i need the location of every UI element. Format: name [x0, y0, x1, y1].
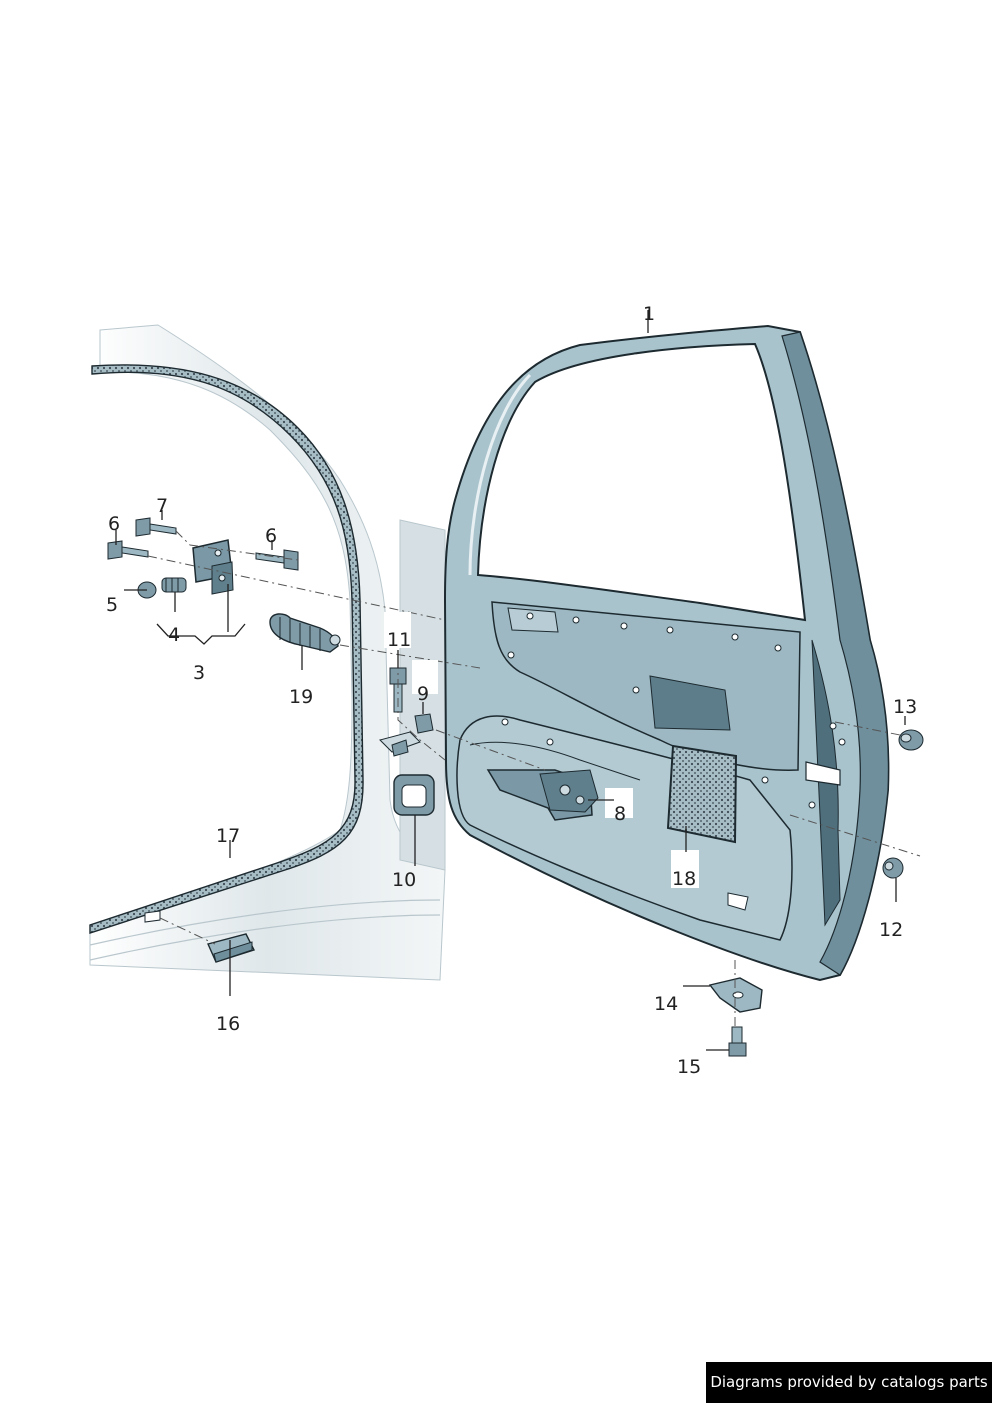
callout-14: 14 [654, 993, 678, 1015]
callout-18: 18 [672, 868, 696, 890]
credit-banner: Diagrams provided by catalogs parts [706, 1362, 992, 1403]
door-grommet [393, 774, 435, 816]
sound-insulation-pad [666, 744, 738, 844]
callout-7: 7 [156, 495, 168, 517]
door-clip [882, 857, 904, 879]
callout-1: 1 [643, 303, 655, 325]
callout-13: 13 [893, 696, 917, 718]
door-buffer [269, 613, 341, 653]
leader-lines [115, 310, 906, 1051]
bracket-screw [728, 1026, 747, 1057]
callout-9: 9 [417, 683, 429, 705]
trim-clip [898, 729, 924, 751]
door-seal [89, 364, 364, 934]
callout-12: 12 [879, 919, 903, 941]
hinge-bolts [107, 517, 299, 571]
callout-16: 16 [216, 1013, 240, 1035]
callout-11: 11 [387, 629, 411, 651]
label-masks [384, 612, 699, 888]
callout-labels: 1 7 6 6 5 4 3 19 11 9 8 18 10 17 13 12 1… [106, 303, 917, 1078]
callout-15: 15 [677, 1056, 701, 1078]
callout-4: 4 [168, 624, 180, 646]
callout-10: 10 [392, 869, 416, 891]
callout-19: 19 [289, 686, 313, 708]
callout-6-left: 6 [108, 513, 120, 535]
callout-8: 8 [614, 803, 626, 825]
door-hinge [192, 539, 234, 595]
striker-nut [414, 713, 434, 734]
sill-cover [144, 910, 255, 963]
assembly-lines [147, 530, 921, 1030]
door-stop-bracket [708, 977, 763, 1013]
callout-3: 3 [193, 662, 205, 684]
callout-17: 17 [216, 825, 240, 847]
window-regulator [486, 769, 599, 821]
callout-6-right: 6 [265, 525, 277, 547]
hinge-pin [161, 577, 187, 593]
front-door-shell [443, 324, 890, 982]
callout-5: 5 [106, 594, 118, 616]
